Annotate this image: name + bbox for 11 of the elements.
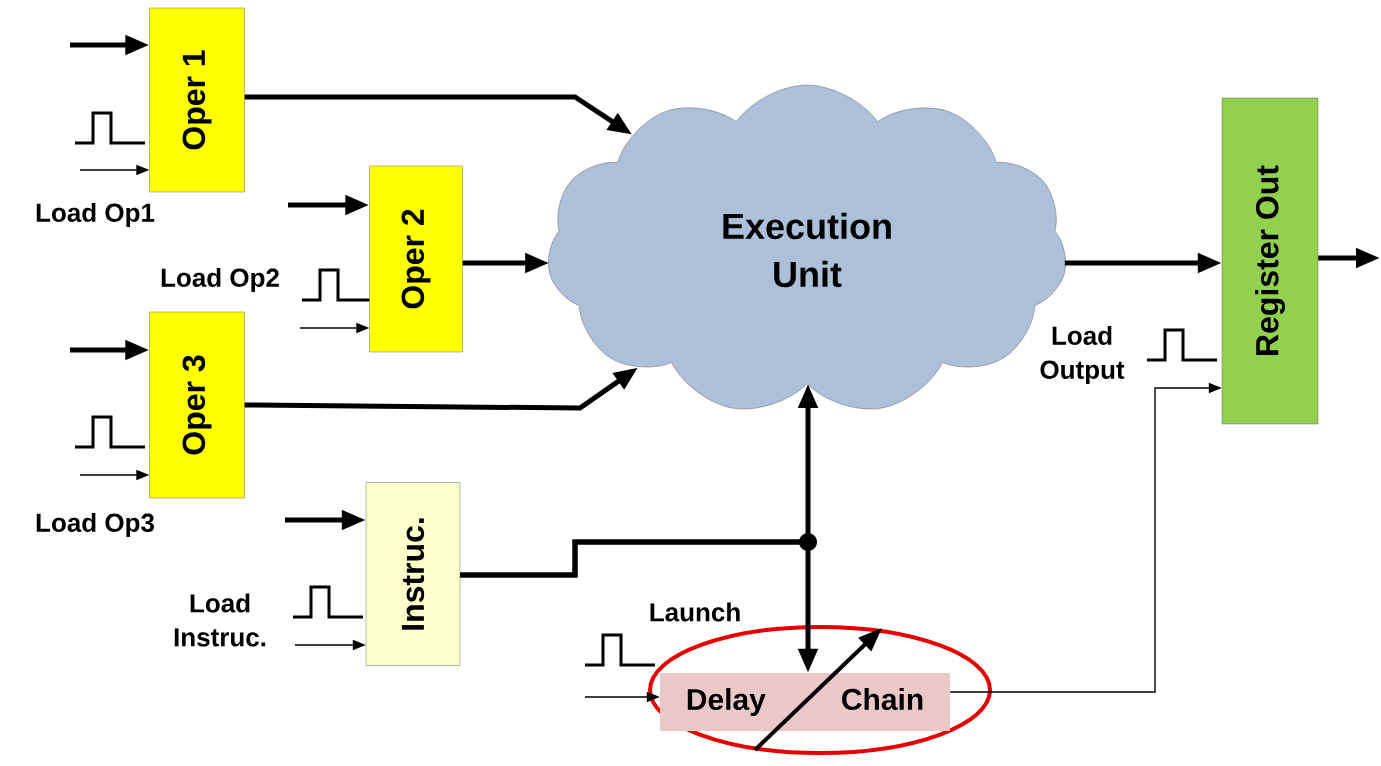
register-box: Oper 1 (149, 7, 245, 193)
register-box: Instruc. (365, 482, 461, 666)
signal-label: Load Op2 (161, 267, 279, 293)
register-box: Register Out (1221, 97, 1319, 425)
signal-label: Load Op3 (36, 512, 154, 538)
delay-chain-box: Delay Chain (660, 673, 950, 731)
signal-label: Launch (650, 602, 740, 622)
signal-label: Load Op1 (36, 202, 155, 228)
register-box: Oper 2 (369, 165, 463, 353)
register-box: Oper 3 (149, 311, 245, 499)
signal-label: Load Instruc. (174, 593, 266, 647)
